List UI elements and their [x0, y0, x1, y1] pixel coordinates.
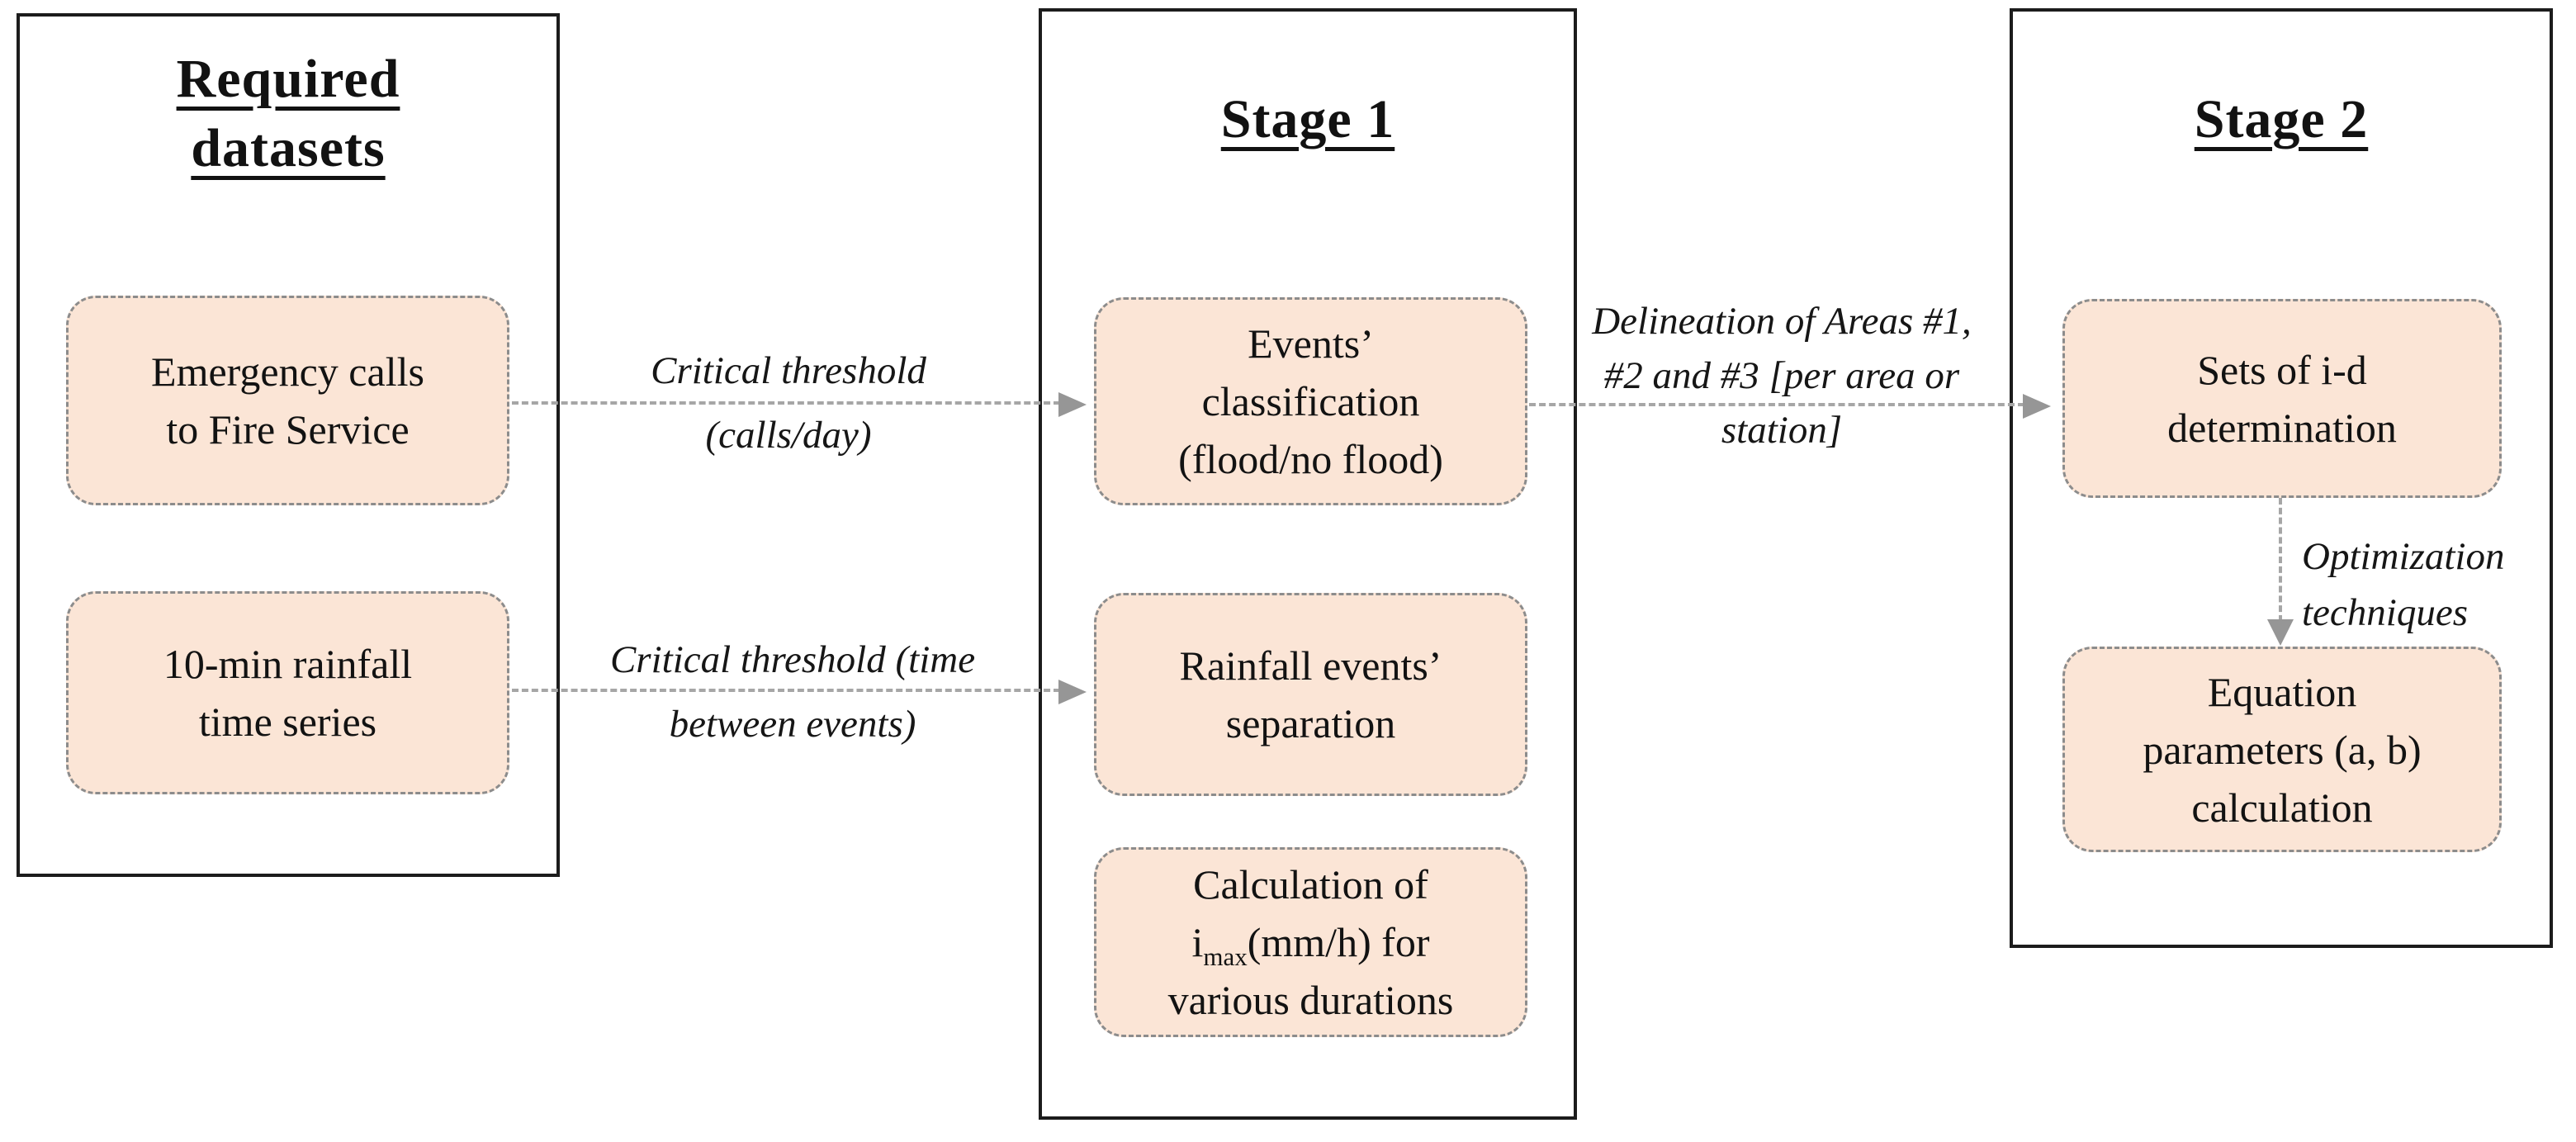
box-equation-parameters: Equation parameters (a, b) calculation	[2062, 647, 2502, 852]
label-critical-threshold-calls-line2: (calls/day)	[705, 414, 872, 457]
box-events-classification: Events’ classification (flood/no flood)	[1094, 297, 1527, 505]
box-equation-parameters-line1: Equation	[2207, 668, 2357, 715]
arrow-delineation-line	[1529, 403, 2024, 406]
label-critical-threshold-calls: Critical threshold (calls/day)	[578, 339, 999, 467]
box-emergency-calls-line1: Emergency calls	[151, 348, 424, 395]
box-events-classification-line1: Events’	[1248, 320, 1374, 367]
label-critical-threshold-calls-line1: Critical threshold	[651, 349, 926, 392]
label-critical-threshold-time: Critical threshold (time between events)	[582, 628, 1003, 756]
arrow-events-threshold-line	[512, 689, 1060, 692]
box-imax-calculation: Calculation of imax(mm/h) for various du…	[1094, 847, 1527, 1037]
arrowhead-down-icon	[2267, 619, 2294, 646]
panel-title-stage-2: Stage 2	[2194, 88, 2369, 149]
box-emergency-calls: Emergency calls to Fire Service	[66, 296, 509, 505]
panel-required-datasets: Required datasets Emergency calls to Fir…	[17, 13, 560, 877]
label-critical-threshold-time-line2: (time between events)	[669, 638, 976, 746]
box-sets-id-determination-line2: determination	[2167, 404, 2397, 451]
box-imax-calculation-line2: imax(mm/h) for	[1096, 913, 1525, 971]
label-optimization-techniques-line1: Optimization	[2302, 535, 2505, 578]
arrowhead-right-icon	[1058, 392, 1087, 417]
label-delineation-areas: Delineation of Areas #1, #2 and #3 [per …	[1587, 294, 1977, 457]
label-delineation-areas-line2: Areas #1, #2 and #3	[1603, 300, 1972, 397]
label-critical-threshold-time-line1: Critical threshold	[609, 638, 886, 681]
box-sets-id-determination-line1: Sets of i-d	[2197, 346, 2367, 393]
panel-title-stage-1: Stage 1	[1220, 88, 1395, 149]
imax-symbol: i	[1191, 919, 1204, 965]
panel-stage-1: Stage 1 Events’ classification (flood/no…	[1039, 8, 1577, 1120]
box-rainfall-events-separation-line2: separation	[1225, 700, 1396, 746]
box-imax-calculation-line3: various durations	[1167, 977, 1454, 1023]
box-rainfall-time-series-line2: time series	[198, 699, 377, 745]
label-delineation-areas-line3: [per area or station]	[1721, 354, 1960, 452]
arrowhead-right-icon	[1058, 680, 1087, 704]
imax-units: (mm/h) for	[1247, 919, 1430, 965]
label-delineation-areas-line1: Delineation of	[1592, 300, 1816, 343]
arrow-calls-threshold-line	[512, 401, 1060, 405]
arrowhead-right-icon	[2023, 394, 2051, 419]
label-optimization-techniques: Optimization techniques	[2302, 528, 2574, 641]
box-events-classification-line2: classification	[1201, 378, 1420, 424]
box-rainfall-events-separation: Rainfall events’ separation	[1094, 593, 1527, 796]
box-equation-parameters-line2: parameters (a, b)	[2143, 726, 2422, 773]
box-emergency-calls-line2: to Fire Service	[166, 406, 410, 453]
box-rainfall-time-series-line1: 10-min rainfall	[163, 641, 413, 687]
arrow-optimization-line	[2279, 498, 2282, 622]
imax-subscript: max	[1203, 942, 1248, 971]
box-rainfall-time-series: 10-min rainfall time series	[66, 591, 509, 794]
box-imax-calculation-line1: Calculation of	[1193, 861, 1428, 907]
box-rainfall-events-separation-line1: Rainfall events’	[1179, 642, 1442, 689]
label-optimization-techniques-line2: techniques	[2302, 591, 2468, 634]
box-equation-parameters-line3: calculation	[2191, 784, 2373, 831]
panel-stage-2: Stage 2 Sets of i-d determination Equati…	[2010, 8, 2553, 948]
box-events-classification-line3: (flood/no flood)	[1178, 436, 1443, 482]
box-sets-id-determination: Sets of i-d determination	[2062, 299, 2502, 498]
panel-title-required-datasets: Required datasets	[176, 49, 400, 178]
